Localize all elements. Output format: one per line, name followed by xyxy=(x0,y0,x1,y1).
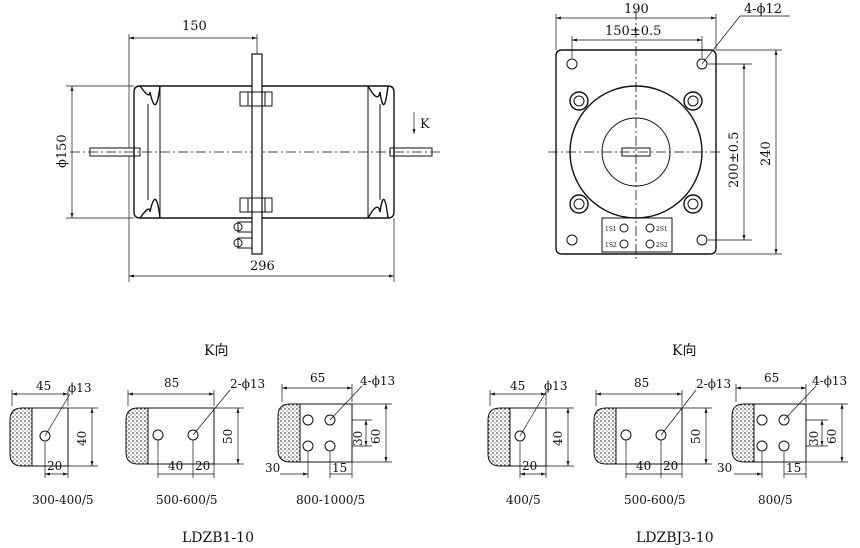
tv6-pitch: 65 xyxy=(764,371,779,385)
terminal-view-6: 65 4-ϕ13 30 60 30 15 800/5 xyxy=(717,371,848,507)
dim-length-total: 296 xyxy=(250,259,275,274)
front-view: 150 296 ϕ150 K xyxy=(55,19,440,282)
tv3-ratio: 800-1000/5 xyxy=(296,493,365,507)
terminal-view-2: 85 2-ϕ13 50 40 20 500-600/5 xyxy=(125,376,265,507)
tv4-height: 40 xyxy=(551,431,565,446)
tv4-holes: ϕ13 xyxy=(544,379,567,393)
terminal-view-1: 45 ϕ13 40 20 300-400/5 xyxy=(9,379,98,507)
tv1-ratio: 300-400/5 xyxy=(32,493,94,507)
dim-hole-spacing-v: 200±0.5 xyxy=(727,132,742,188)
model-name-right: LDZBJ3-10 xyxy=(636,530,714,546)
tv6-holes: 4-ϕ13 xyxy=(812,374,847,388)
tv5-ratio: 500-600/5 xyxy=(624,493,686,507)
tv2-offset-b: 20 xyxy=(195,459,210,473)
dim-height-total: 240 xyxy=(759,141,774,166)
tv5-offset-b: 20 xyxy=(663,459,678,473)
tv3-offset-b: 15 xyxy=(332,461,347,475)
tv6-offset-b: 15 xyxy=(786,461,801,475)
tv5-height: 50 xyxy=(689,429,703,444)
tv4-offset: 20 xyxy=(522,459,537,473)
tv2-ratio: 500-600/5 xyxy=(156,493,218,507)
tv1-pitch: 45 xyxy=(36,379,51,393)
side-view: 1S1 2S1 1S2 2S2 190 150±0.5 4-ϕ12 200±0.… xyxy=(548,2,790,262)
tv5-offset-a: 40 xyxy=(636,459,651,473)
direction-label: K xyxy=(420,117,430,132)
terminal-2s1: 2S1 xyxy=(656,226,668,233)
tv6-height-inner: 30 xyxy=(807,431,821,446)
terminal-2s2: 2S2 xyxy=(656,242,668,249)
terminal-view-4: 45 ϕ13 40 20 400/5 xyxy=(487,379,574,507)
tv6-offset-a: 30 xyxy=(717,461,732,475)
tv3-offset-a: 30 xyxy=(265,461,280,475)
tv1-height: 40 xyxy=(75,431,89,446)
dim-length-top: 150 xyxy=(182,19,207,34)
dim-diameter: ϕ150 xyxy=(55,134,70,168)
terminal-view-3: 65 4-ϕ13 30 60 30 15 800-1000/5 xyxy=(265,371,395,507)
model-name-left: LDZB1-10 xyxy=(182,530,254,546)
tv5-pitch: 85 xyxy=(634,376,649,390)
tv1-offset: 20 xyxy=(47,459,62,473)
bolt-heads xyxy=(569,91,703,214)
terminal-1s2: 1S2 xyxy=(605,242,617,249)
tv3-holes: 4-ϕ13 xyxy=(360,374,395,388)
terminal-view-5: 85 2-ϕ13 50 40 20 500-600/5 xyxy=(593,376,731,507)
dim-holes: 4-ϕ12 xyxy=(744,2,782,17)
tv6-height-outer: 60 xyxy=(825,429,839,444)
tv2-height: 50 xyxy=(221,429,235,444)
tv1-holes: ϕ13 xyxy=(68,381,91,395)
tv2-pitch: 85 xyxy=(164,376,179,390)
k-view-title-left: K向 xyxy=(204,343,228,359)
tv6-ratio: 800/5 xyxy=(758,493,793,507)
tv3-height-inner: 30 xyxy=(351,431,365,446)
tv2-offset-a: 40 xyxy=(168,459,183,473)
tv3-pitch: 65 xyxy=(310,371,325,385)
k-view-title-right: K向 xyxy=(672,343,696,359)
tv4-ratio: 400/5 xyxy=(506,493,541,507)
tv3-height-outer: 60 xyxy=(369,429,383,444)
dim-hole-spacing-h: 150±0.5 xyxy=(605,24,661,39)
tv2-holes: 2-ϕ13 xyxy=(230,377,265,391)
tv5-holes: 2-ϕ13 xyxy=(696,377,731,391)
tv4-pitch: 45 xyxy=(510,379,525,393)
terminal-1s1: 1S1 xyxy=(605,226,617,233)
dim-width-total: 190 xyxy=(624,2,649,17)
